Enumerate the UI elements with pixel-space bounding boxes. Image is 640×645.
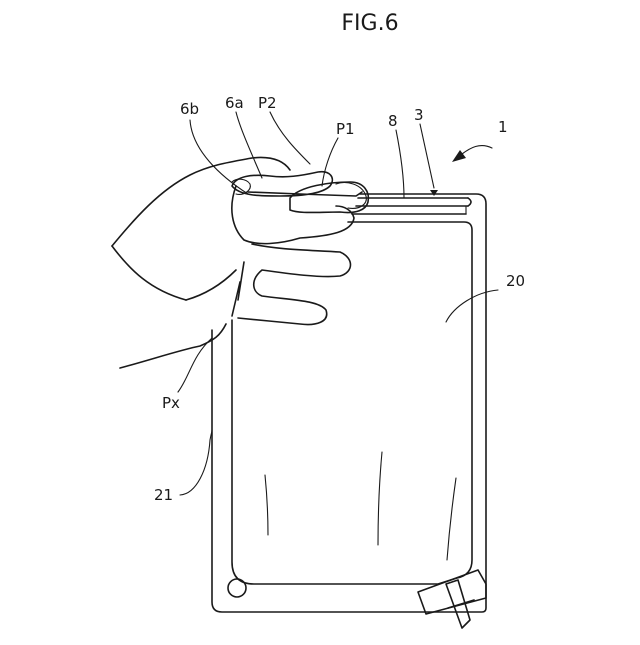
leader-6b	[190, 120, 248, 194]
leader-Px	[178, 338, 212, 392]
label-P1: P1	[336, 120, 355, 138]
ref-1-arrowhead	[452, 150, 466, 162]
leader-3	[420, 124, 434, 188]
label-6a: 6a	[225, 94, 244, 112]
hand-lower-fingers	[238, 244, 351, 324]
pouch-wrinkle-1	[265, 475, 268, 535]
label-1: 1	[498, 118, 508, 136]
label-6b: 6b	[180, 100, 199, 118]
hang-hole	[228, 579, 246, 597]
label-8: 8	[388, 112, 398, 130]
pouch-outer-edge	[212, 194, 486, 612]
label-20: 20	[506, 272, 525, 290]
hand-wrist-lines	[186, 262, 244, 316]
pouch-wrinkle-3	[447, 478, 456, 560]
leader-8	[396, 130, 404, 198]
hand-arm-outline	[112, 158, 290, 247]
leader-P1	[322, 138, 338, 186]
top-seal-end	[468, 198, 471, 206]
leader-6a	[236, 112, 262, 178]
hand-lower-contour	[120, 324, 226, 368]
label-P2: P2	[258, 94, 277, 112]
leader-P2	[270, 112, 310, 164]
ref-1-arrow	[462, 146, 492, 154]
label-Px: Px	[162, 394, 180, 412]
figure-title: FIG.6	[341, 11, 398, 36]
label-3: 3	[414, 106, 424, 124]
leader-3-head	[430, 190, 438, 196]
label-21: 21	[154, 486, 173, 504]
leader-21	[180, 430, 212, 495]
pouch-wrinkle-2	[378, 452, 382, 545]
hand-arm-lower	[112, 246, 186, 300]
